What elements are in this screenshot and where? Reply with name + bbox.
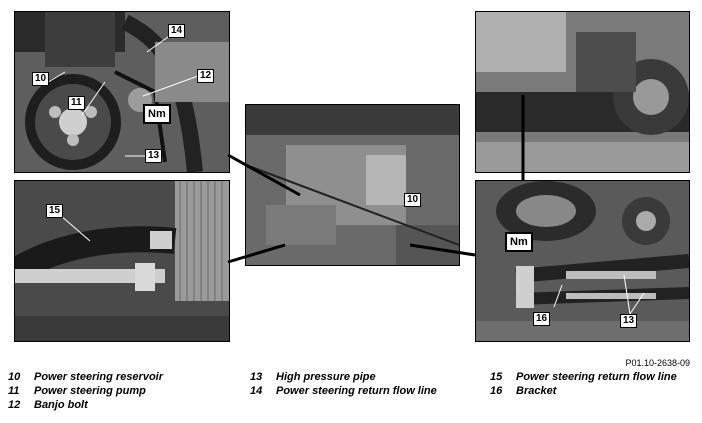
legend-column-3: 15 Power steering return flow line 16 Brac… — [490, 371, 677, 399]
callout-10-pump-photo: 10 — [32, 72, 50, 86]
legend-text: Banjo bolt — [34, 399, 88, 411]
torque-symbol-bracket: Nm — [505, 232, 533, 252]
callout-11: 11 — [68, 96, 85, 110]
legend-item-13: 13 High pressure pipe — [250, 371, 437, 385]
callout-10-engine-photo: 10 — [404, 193, 422, 207]
torque-symbol-pump: Nm — [143, 104, 171, 124]
legend-text: Power steering reservoir — [34, 371, 164, 383]
legend-number: 16 — [490, 385, 503, 397]
bracket-illustration — [476, 181, 689, 341]
legend-item-14: 14 Power steering return flow line — [250, 385, 437, 399]
photo-engine-overview — [245, 104, 460, 266]
legend-text: High pressure pipe — [276, 371, 376, 383]
callout-16: 16 — [533, 312, 551, 326]
legend-column-1: 10 Power steering reservoir 11 Power steer… — [8, 371, 163, 413]
legend-number: 12 — [8, 399, 21, 411]
photo-pump-detail — [14, 11, 230, 173]
legend-number: 14 — [250, 385, 263, 397]
legend-number: 15 — [490, 371, 503, 383]
callout-12: 12 — [197, 69, 215, 83]
callout-13-pump-photo: 13 — [145, 149, 163, 163]
legend-item-10: 10 Power steering reservoir — [8, 371, 163, 385]
legend-text: Bracket — [516, 385, 557, 397]
legend-text: Power steering return flow line — [276, 385, 437, 397]
legend-item-15: 15 Power steering return flow line — [490, 371, 677, 385]
callout-13-bracket-photo: 13 — [620, 314, 638, 328]
legend-number: 10 — [8, 371, 21, 383]
photo-bracket-detail — [475, 180, 690, 342]
legend-item-11: 11 Power steering pump — [8, 385, 163, 399]
callout-15: 15 — [46, 204, 64, 218]
legend-text: Power steering pump — [34, 385, 146, 397]
legend-number: 11 — [8, 385, 20, 397]
engine-illustration — [246, 105, 459, 265]
vehicle-illustration — [476, 12, 689, 172]
figure-id: P01.10-2638-09 — [625, 358, 690, 368]
legend-item-12: 12 Banjo bolt — [8, 399, 163, 413]
return-line-illustration — [15, 181, 229, 341]
photo-return-line-left — [14, 180, 230, 342]
legend-item-16: 16 Bracket — [490, 385, 677, 399]
pump-illustration — [15, 12, 229, 172]
legend-number: 13 — [250, 371, 263, 383]
legend-text: Power steering return flow line — [516, 371, 677, 383]
legend-column-2: 13 High pressure pipe 14 Power steering re… — [250, 371, 437, 399]
photo-vehicle-front — [475, 11, 690, 173]
callout-14: 14 — [168, 24, 186, 38]
